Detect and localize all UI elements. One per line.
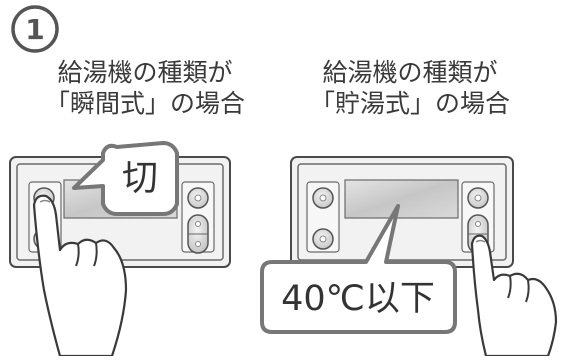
- callout-bubble-right: 40℃以下: [260, 204, 457, 334]
- step-number-badge: 1: [11, 5, 59, 53]
- heading-instantaneous: 給湯機の種類が 「瞬間式」の場合: [30, 57, 260, 119]
- heading-storage: 給湯機の種類が 「貯湯式」の場合: [295, 57, 525, 119]
- remote-controller-right: [290, 156, 514, 268]
- callout-text-off: 切: [122, 158, 158, 199]
- callout-bubble-left: 切: [72, 141, 179, 216]
- heading-line: 「瞬間式」の場合: [44, 89, 245, 118]
- heading-line: 給湯機の種類が: [57, 58, 233, 87]
- display-screen: [344, 179, 459, 219]
- heading-line: 「貯湯式」の場合: [309, 89, 510, 118]
- callout-text-temperature: 40℃以下: [281, 279, 435, 319]
- heading-line: 給湯機の種類が: [322, 58, 498, 87]
- pointing-hand-right-icon: [470, 234, 558, 358]
- pointing-hand-left-icon: [32, 194, 128, 358]
- step-number: 1: [25, 13, 44, 46]
